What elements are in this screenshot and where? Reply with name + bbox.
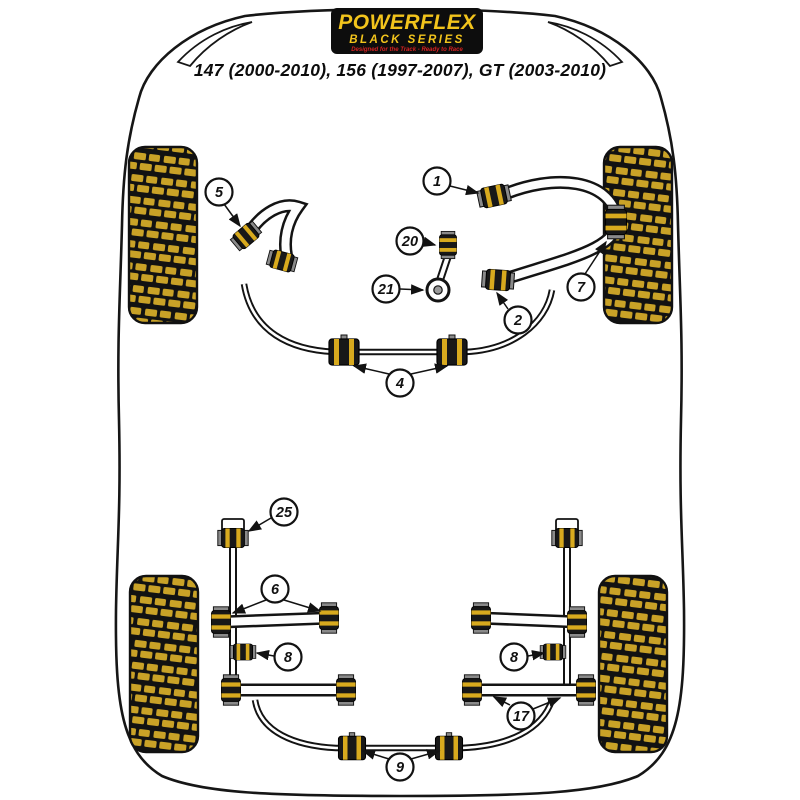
logo-background: [331, 8, 483, 54]
powerflex-logo: POWERFLEX BLACK SERIES Designed for the …: [331, 8, 483, 54]
bush-position-2: [480, 268, 516, 292]
callout-25: 25: [247, 497, 299, 532]
callout-8-right-label: 8: [510, 650, 519, 666]
callout-arrow: [449, 184, 480, 196]
car-body-outline: [114, 7, 686, 798]
callout-20-label: 20: [401, 234, 418, 250]
callout-5-label: 5: [215, 185, 224, 201]
callout-6: 6: [231, 574, 322, 614]
callout-5: 5: [204, 177, 241, 228]
callout-arrow: [410, 749, 441, 760]
callout-8-left: 8: [255, 642, 303, 672]
logo-brand-text: POWERFLEX: [338, 11, 477, 34]
callout-arrow: [410, 363, 449, 375]
callout-8-right: 8: [499, 642, 546, 672]
callout-arrow: [247, 517, 272, 532]
bush: [319, 602, 339, 634]
bush-position-17: [576, 674, 596, 706]
bush: [567, 606, 587, 638]
front-anti-roll-bar: [240, 283, 556, 366]
callout-9-label: 9: [396, 760, 404, 776]
callout-arrow: [223, 203, 241, 228]
bush-position-8: [539, 643, 567, 661]
vehicle-models-title: 147 (2000-2010), 156 (1997-2007), GT (20…: [194, 60, 606, 80]
logo-series-text: BLACK SERIES: [349, 34, 465, 46]
rear-arb-bush-right: [434, 732, 464, 761]
callout-arrow: [532, 697, 562, 710]
callout-9: 9: [361, 749, 441, 782]
callout-21: 21: [371, 274, 425, 304]
callout-7: 7: [566, 240, 607, 302]
bush: [471, 602, 491, 634]
callout-21-label: 21: [377, 282, 394, 298]
rear-right-suspension: [462, 518, 596, 706]
callout-1: 1: [422, 166, 480, 196]
callout-7-label: 7: [577, 280, 586, 296]
rear-arb-bush-left: [337, 732, 367, 761]
bush-position-20: [439, 230, 457, 260]
callout-17-label: 17: [513, 709, 530, 725]
bush-position-25: [217, 528, 249, 548]
callout-arrow: [231, 599, 267, 614]
bush-position-21: [433, 285, 443, 295]
callout-arrow: [361, 749, 390, 760]
callout-arrow: [492, 696, 511, 708]
callout-4-label: 4: [395, 376, 404, 392]
rear-anti-roll-bar: [251, 698, 556, 761]
callout-arrow: [399, 284, 425, 295]
callout-arrow: [352, 363, 390, 375]
callout-arrow: [496, 291, 509, 310]
front-arb-bush-right: [436, 334, 468, 366]
callout-8-left-label: 8: [284, 650, 293, 666]
bush-position-8: [229, 643, 257, 661]
front-drop-link: [425, 230, 457, 303]
rear-left-suspension: [211, 518, 356, 706]
bush: [551, 528, 583, 548]
callout-2-label: 2: [513, 313, 522, 329]
callout-1-label: 1: [433, 174, 441, 190]
callout-17: 17: [492, 696, 562, 731]
bush: [336, 674, 356, 706]
front-arb-bush-left: [328, 334, 360, 366]
logo-tagline-text: Designed for the Track - Ready to Race: [351, 47, 463, 53]
tire-front-left: [127, 145, 199, 325]
callout-arrow: [527, 650, 546, 661]
front-right-body-line: [547, 21, 624, 68]
bush: [211, 606, 231, 638]
front-right-upper-wishbone: [475, 175, 628, 292]
callout-arrow: [422, 236, 437, 247]
bush-position-7: [604, 204, 628, 240]
tire-rear-right: [597, 574, 669, 754]
callout-arrow: [255, 649, 275, 661]
front-left-body-line: [176, 21, 253, 68]
bush: [462, 674, 482, 706]
callout-arrow: [283, 599, 322, 613]
callout-arrow: [584, 240, 607, 275]
callout-20: 20: [395, 226, 437, 256]
front-left-wishbone: [228, 199, 309, 274]
callout-4: 4: [352, 363, 449, 398]
callout-2: 2: [496, 291, 533, 335]
tire-rear-left: [128, 574, 200, 754]
callout-25-label: 25: [275, 505, 293, 521]
bush: [221, 674, 241, 706]
callout-6-label: 6: [271, 582, 280, 598]
